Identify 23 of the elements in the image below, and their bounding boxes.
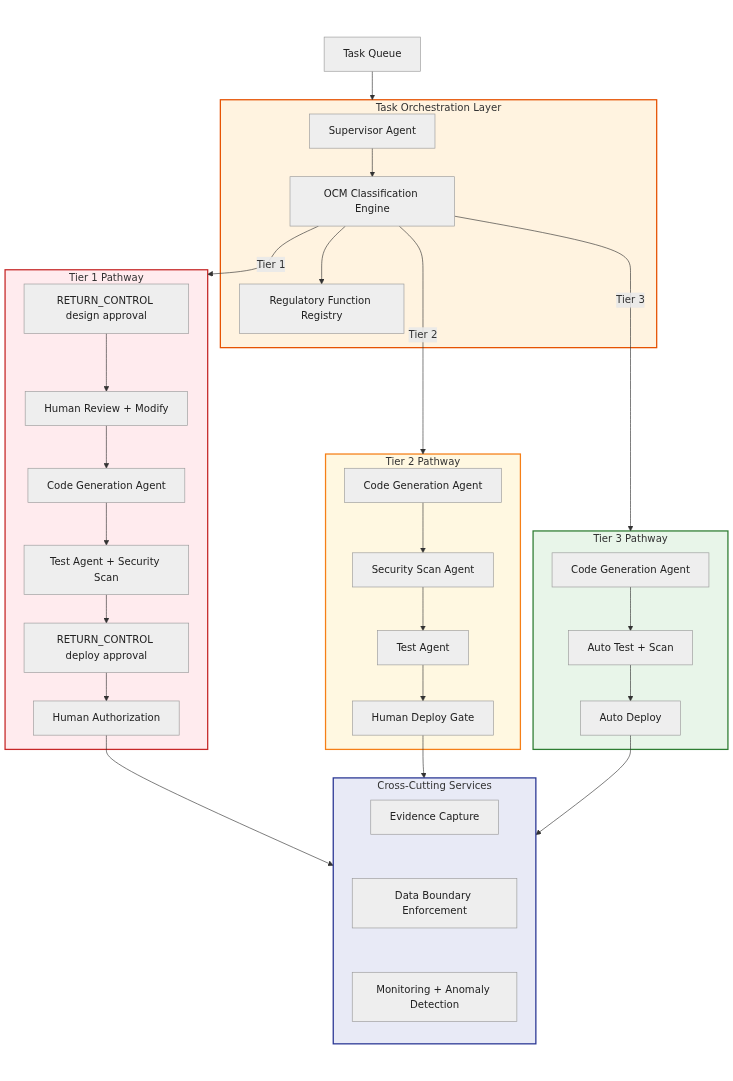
node-box: Regulatory Function Registry: [239, 283, 405, 334]
node-box: Evidence Capture: [370, 799, 499, 835]
edge-label: Tier 1: [256, 258, 286, 271]
node-box: Code Generation Agent: [551, 552, 710, 588]
node-box: Supervisor Agent: [309, 113, 436, 149]
node-box: Auto Test + Scan: [568, 630, 693, 666]
node-box: Human Review + Modify: [24, 391, 188, 426]
node-box: Security Scan Agent: [352, 552, 494, 588]
node-box: Test Agent + Security Scan: [23, 544, 189, 595]
node-box: Monitoring + Anomaly Detection: [351, 972, 518, 1023]
node-box: Code Generation Agent: [27, 468, 186, 503]
node-box: Human Deploy Gate: [352, 700, 494, 736]
node-box: Human Authorization: [33, 700, 180, 736]
node-box: RETURN_CONTROL deploy approval: [23, 622, 189, 673]
node-box: Task Queue: [323, 36, 421, 72]
node-box: Code Generation Agent: [344, 468, 502, 503]
node-box: Test Agent: [377, 630, 469, 666]
edge-label: Tier 2: [408, 328, 438, 341]
edge-label: Tier 3: [616, 293, 645, 306]
node-box: Auto Deploy: [580, 700, 681, 736]
node-box: Data Boundary Enforcement: [351, 878, 518, 929]
node-box: RETURN_CONTROL design approval: [23, 283, 189, 334]
node-box: OCM Classification Engine: [289, 176, 455, 227]
